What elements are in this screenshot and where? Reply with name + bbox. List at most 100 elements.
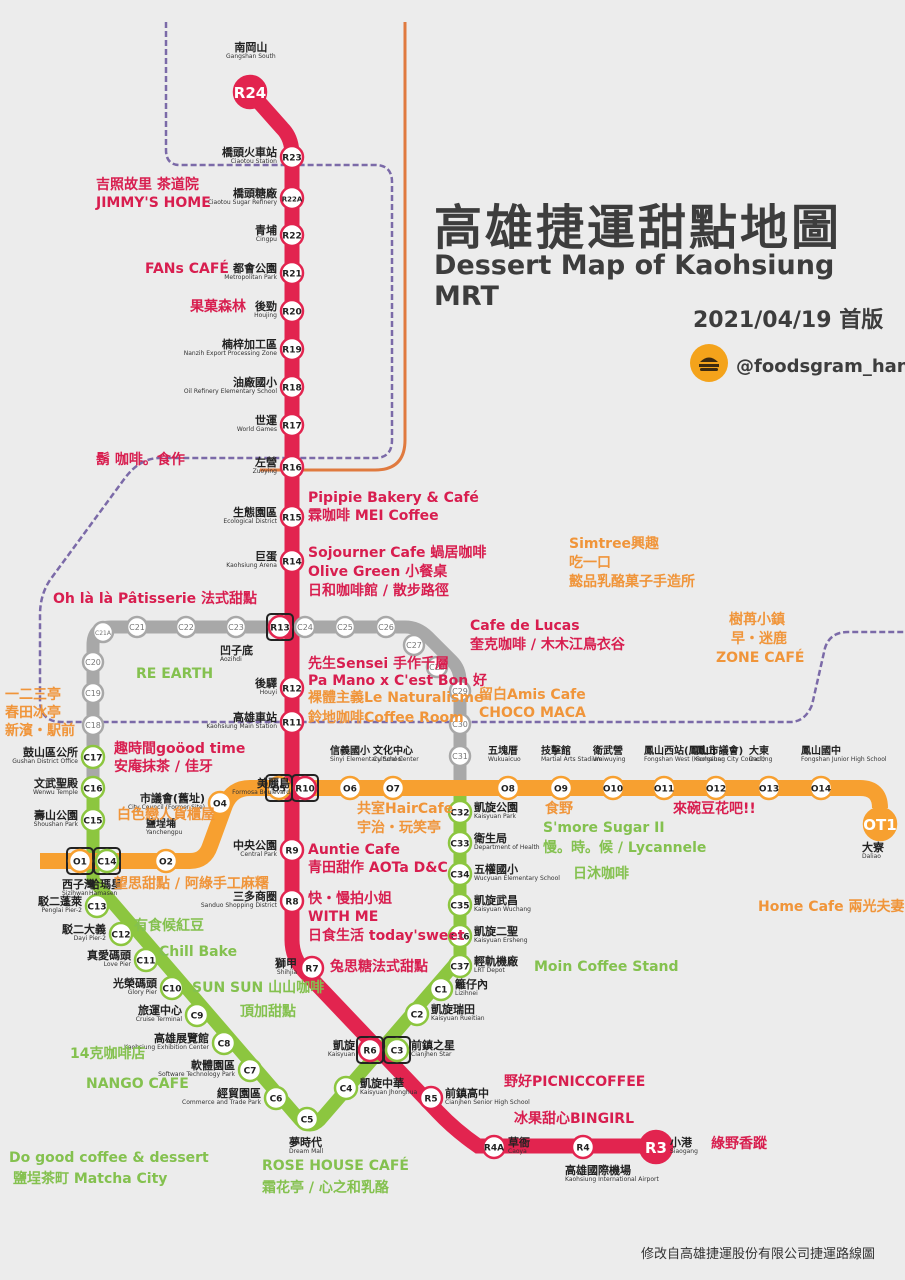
station-marker-o13[interactable]: O13	[756, 775, 782, 801]
station-name-zh: 西子灣	[62, 878, 95, 891]
station-marker-c1[interactable]: C1	[428, 976, 454, 1002]
shop-label: ZONE CAFÉ	[716, 650, 805, 666]
station-marker-c26[interactable]: C26	[374, 615, 398, 639]
station-marker-r24[interactable]: R24	[232, 74, 268, 110]
station-marker-r3[interactable]: R3	[638, 1129, 674, 1165]
station-marker-c11[interactable]: C11	[133, 947, 159, 973]
station-name-en: City Council (Former Site)	[127, 804, 205, 812]
station-code: R8	[285, 898, 298, 908]
station-marker-o2[interactable]: O2	[153, 848, 179, 874]
station-name-zh: 青埔	[255, 224, 277, 237]
station-marker-c29[interactable]: C29	[448, 679, 472, 703]
station-marker-c15[interactable]: C15	[80, 807, 106, 833]
station-marker-r15[interactable]: R15	[279, 504, 305, 530]
station-marker-c36[interactable]: C36	[447, 923, 473, 949]
station-name-en: Dream Mall	[289, 1148, 324, 1156]
station-marker-r23[interactable]: R23	[279, 144, 305, 170]
station-marker-c30[interactable]: C30	[448, 712, 472, 736]
station-marker-c37[interactable]: C37	[447, 953, 473, 979]
station-marker-r7[interactable]: R7	[299, 955, 325, 981]
station-marker-c5[interactable]: C5	[294, 1106, 320, 1132]
station-marker-o8[interactable]: O8	[495, 775, 521, 801]
station-marker-r16[interactable]: R16	[279, 454, 305, 480]
station-code: C37	[450, 963, 469, 973]
station-marker-r5[interactable]: R5	[418, 1085, 444, 1111]
station-marker-o6[interactable]: O6	[337, 775, 363, 801]
station-marker-r20[interactable]: R20	[279, 298, 305, 324]
station-marker-r22a[interactable]: R22A	[279, 185, 305, 211]
station-marker-c8[interactable]: C8	[211, 1030, 237, 1056]
station-marker-c2[interactable]: C2	[404, 1001, 430, 1027]
station-marker-c21a[interactable]: C21A	[91, 620, 115, 644]
station-marker-o10[interactable]: O10	[600, 775, 626, 801]
station-marker-c23[interactable]: C23	[224, 615, 248, 639]
station-marker-c10[interactable]: C10	[159, 975, 185, 1001]
station-marker-r4[interactable]: R4	[570, 1134, 596, 1160]
station-name-zh: 前鎮之星	[411, 1039, 455, 1052]
station-marker-r22[interactable]: R22	[279, 222, 305, 248]
station-marker-r9[interactable]: R9	[279, 837, 305, 863]
station-marker-r10[interactable]: R10	[291, 774, 319, 802]
station-name-zh: 凱旋公園	[474, 801, 518, 814]
station-marker-o11[interactable]: O11	[651, 775, 677, 801]
station-name-zh: 南岡山	[234, 41, 268, 54]
station-marker-r19[interactable]: R19	[279, 336, 305, 362]
station-marker-r21[interactable]: R21	[279, 260, 305, 286]
station-marker-r4a[interactable]: R4A	[481, 1134, 507, 1160]
station-marker-c9[interactable]: C9	[184, 1002, 210, 1028]
station-marker-c3[interactable]: C3	[383, 1036, 411, 1064]
station-label-o4: 市議會(舊址)City Council (Former Site)	[127, 792, 205, 812]
station-marker-r13[interactable]: R13	[266, 613, 294, 641]
station-name-en: Oil Refinery Elementary School	[183, 388, 277, 396]
station-marker-c34[interactable]: C34	[447, 861, 473, 887]
station-marker-c17[interactable]: C17	[80, 744, 106, 770]
station-name-zh: 小港	[670, 1136, 692, 1149]
station-marker-c18[interactable]: C18	[81, 713, 105, 737]
station-marker-c21[interactable]: C21	[125, 615, 149, 639]
station-marker-c4[interactable]: C4	[333, 1075, 359, 1101]
station-marker-c16[interactable]: C16	[80, 775, 106, 801]
station-marker-r12[interactable]: R12	[279, 675, 305, 701]
station-marker-c13[interactable]: C13	[84, 893, 110, 919]
station-marker-c27[interactable]: C27	[402, 633, 426, 657]
station-name-zh: 壽山公園	[34, 809, 78, 822]
station-marker-c14[interactable]: C14	[93, 847, 121, 875]
station-marker-o12[interactable]: O12	[703, 775, 729, 801]
station-marker-c20[interactable]: C20	[81, 650, 105, 674]
station-marker-c31[interactable]: C31	[448, 744, 472, 768]
station-marker-c25[interactable]: C25	[333, 615, 357, 639]
station-marker-c7[interactable]: C7	[237, 1057, 263, 1083]
shop-label: 吉照故里 茶道院	[96, 177, 199, 193]
station-marker-r17[interactable]: R17	[279, 412, 305, 438]
station-marker-o4[interactable]: O4	[207, 790, 233, 816]
station-marker-c32[interactable]: C32	[447, 799, 473, 825]
station-marker-c22[interactable]: C22	[174, 615, 198, 639]
station-marker-c6[interactable]: C6	[263, 1085, 289, 1111]
station-marker-o7[interactable]: O7	[380, 775, 406, 801]
station-marker-o9[interactable]: O9	[548, 775, 574, 801]
station-marker-c33[interactable]: C33	[447, 830, 473, 856]
station-marker-c19[interactable]: C19	[81, 681, 105, 705]
station-marker-r11[interactable]: R11	[279, 709, 305, 735]
station-marker-c12[interactable]: C12	[108, 921, 134, 947]
station-marker-r8[interactable]: R8	[279, 888, 305, 914]
station-code: C3	[391, 1047, 404, 1057]
station-marker-ot1[interactable]: OT1	[862, 806, 898, 842]
station-marker-r6[interactable]: R6	[356, 1036, 384, 1064]
station-marker-c24[interactable]: C24	[293, 615, 317, 639]
station-marker-o5[interactable]: O5	[265, 774, 293, 802]
source-credit: 修改自高雄捷運股份有限公司捷運路線圖	[641, 1247, 876, 1262]
station-marker-r18[interactable]: R18	[279, 374, 305, 400]
station-name-zh: 大東	[749, 746, 769, 757]
station-marker-c28[interactable]: C28	[425, 655, 449, 679]
station-marker-r14[interactable]: R14	[279, 548, 305, 574]
station-code: C19	[85, 689, 101, 698]
station-marker-o14[interactable]: O14	[808, 775, 834, 801]
station-marker-c35[interactable]: C35	[447, 892, 473, 918]
